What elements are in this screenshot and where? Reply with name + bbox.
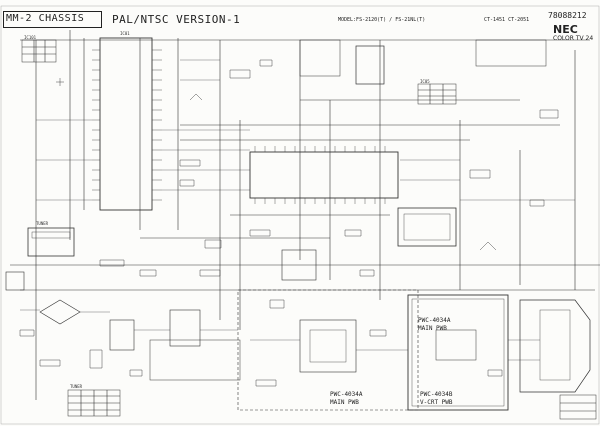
ic-label-ic05: IC05 xyxy=(420,79,430,84)
brand-subtitle: COLOR TV 24 xyxy=(553,35,594,42)
pwb-label-main-id: PWC-4034A xyxy=(418,317,451,324)
version-title: PAL/NTSC VERSION-1 xyxy=(112,13,241,26)
pwb-label-main-name: MAIN PWB xyxy=(418,325,447,332)
model-line: MODEL:FS-2120(T) / FS-21NL(T) xyxy=(338,17,426,23)
chassis-title: MM-2 CHASSIS xyxy=(6,13,85,24)
part-number: 78088212 xyxy=(548,11,587,20)
pwb-label-vcrt-name: V-CRT PWB xyxy=(420,399,453,406)
pwb-label-vcrt-id: PWC-4034B xyxy=(420,391,453,398)
ic-label-decoder: IC101 xyxy=(24,35,37,40)
chassis-title-box xyxy=(3,11,102,28)
pwb-label-lower-id: PWC-4034A xyxy=(330,391,363,398)
model-numbers: CT-1451 CT-2051 xyxy=(484,17,530,23)
tuner-table-label: TUNER xyxy=(70,384,83,389)
ic-label-micro: IC01 xyxy=(120,31,130,36)
pwb-label-lower-name: MAIN PWB xyxy=(330,399,359,406)
tuner-label: TUNER xyxy=(36,221,49,226)
brand-logo: NEC xyxy=(553,23,578,36)
